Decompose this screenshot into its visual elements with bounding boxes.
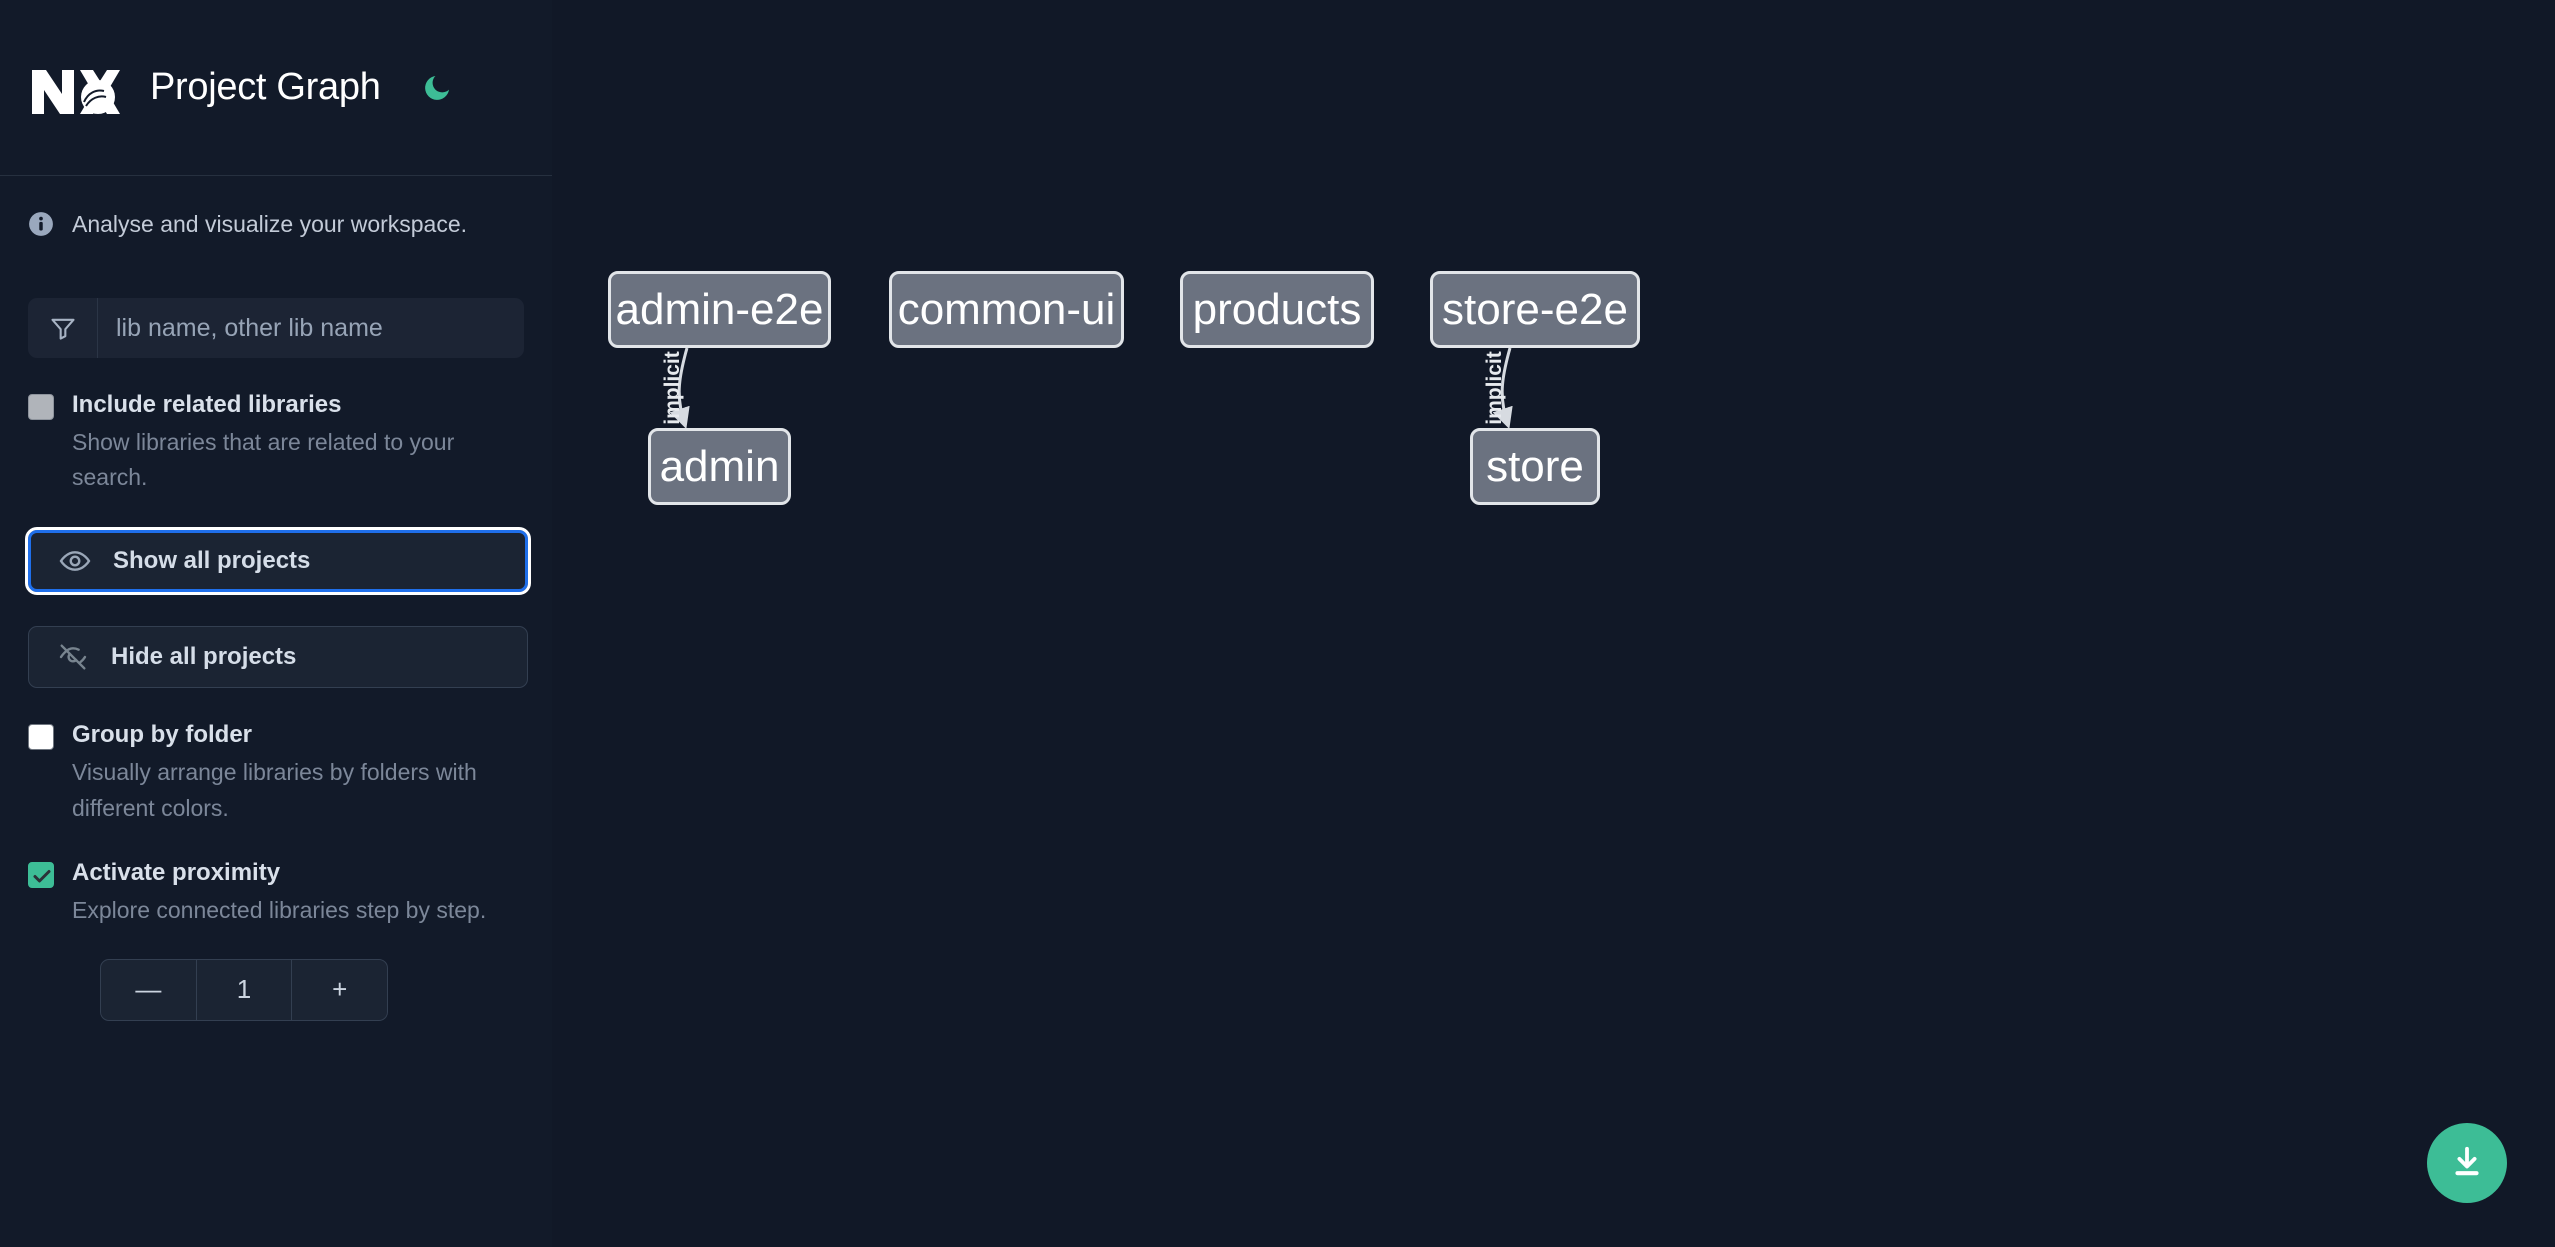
graph-node-admin-e2e[interactable]: admin-e2e xyxy=(608,271,831,348)
moon-icon[interactable] xyxy=(417,68,457,108)
checkbox-activate-proximity[interactable] xyxy=(28,862,54,889)
graph-node-admin[interactable]: admin xyxy=(648,428,791,505)
option-activate-proximity[interactable]: Activate proximity Explore connected lib… xyxy=(28,856,524,928)
filter-funnel-icon xyxy=(28,298,98,358)
workspace-info-text: Analyse and visualize your workspace. xyxy=(72,210,468,237)
option-label: Group by folder xyxy=(72,721,252,749)
nx-logo-icon xyxy=(28,56,122,120)
show-all-projects-button[interactable]: Show all projects xyxy=(25,527,531,596)
option-description: Visually arrange libraries by folders wi… xyxy=(72,758,477,821)
download-icon xyxy=(2455,1146,2479,1176)
sidebar-body: Analyse and visualize your workspace. In… xyxy=(0,176,552,1021)
checkbox-group-by-folder[interactable] xyxy=(28,724,54,751)
checkbox-include-related-libraries[interactable] xyxy=(28,394,54,420)
graph-node-common-ui[interactable]: common-ui xyxy=(889,271,1124,348)
workspace-info: Analyse and visualize your workspace. xyxy=(28,176,524,272)
graph-node-store[interactable]: store xyxy=(1470,428,1600,505)
hide-all-projects-button[interactable]: Hide all projects xyxy=(28,626,528,689)
sidebar: Project Graph Analyse and visualize your… xyxy=(0,0,552,1247)
option-include-related-libraries[interactable]: Include related libraries Show libraries… xyxy=(28,388,524,496)
filter-field[interactable] xyxy=(28,298,524,358)
proximity-stepper[interactable]: — 1 + xyxy=(100,958,388,1021)
show-all-projects-label: Show all projects xyxy=(113,547,311,575)
download-image-button[interactable] xyxy=(2427,1123,2507,1203)
graph-node-store-e2e[interactable]: store-e2e xyxy=(1430,271,1640,348)
option-description: Explore connected libraries step by step… xyxy=(72,896,487,923)
stepper-decrement-button[interactable]: — xyxy=(135,974,162,1005)
edge-label-admin-implicit: implicit xyxy=(660,351,684,425)
graph-canvas[interactable]: implicit implicit admin-e2e common-ui pr… xyxy=(552,0,2555,1247)
info-icon xyxy=(28,211,54,237)
hide-all-projects-label: Hide all projects xyxy=(111,643,297,671)
stepper-increment-button[interactable]: + xyxy=(291,959,387,1020)
sidebar-header: Project Graph xyxy=(0,0,552,176)
graph-node-products[interactable]: products xyxy=(1180,271,1374,348)
page-title: Project Graph xyxy=(150,66,381,108)
edge-label-store-implicit: implicit xyxy=(1482,351,1506,425)
option-label: Activate proximity xyxy=(72,859,281,887)
option-group-by-folder[interactable]: Group by folder Visually arrange librari… xyxy=(28,718,524,826)
stepper-value: 1 xyxy=(195,959,292,1020)
option-description: Show libraries that are related to your … xyxy=(72,428,455,491)
eye-icon xyxy=(59,545,91,577)
search-input[interactable] xyxy=(98,298,524,358)
graph-edge-layer xyxy=(669,347,1513,429)
eye-off-icon xyxy=(57,641,89,673)
option-label: Include related libraries xyxy=(72,391,342,418)
